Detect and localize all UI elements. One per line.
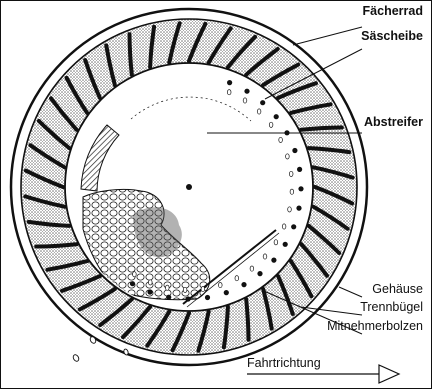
driver-pin: [296, 206, 301, 211]
seed-on-pin: [235, 276, 239, 281]
label-fahrtrichtung: Fahrtrichtung: [247, 356, 321, 370]
seed-on-pin: [183, 287, 187, 292]
seed-on-pin: [243, 98, 247, 103]
seed-on-pin: [269, 122, 273, 127]
driver-pin: [244, 89, 249, 94]
seed-on-pin: [279, 137, 283, 142]
label-abstreifer: Abstreifer: [364, 115, 423, 129]
driver-pin: [241, 282, 246, 287]
driver-pin: [298, 186, 303, 191]
label-trennbuegel: Trennbügel: [360, 300, 423, 314]
center-mark: [186, 184, 192, 190]
seed-on-pin: [289, 171, 293, 176]
driver-pin: [291, 224, 296, 229]
driver-pin: [186, 296, 191, 301]
label-saescheibe: Säscheibe: [361, 29, 423, 43]
fan-spoke: [301, 128, 342, 130]
seed-on-pin: [282, 224, 286, 229]
driver-pin: [227, 80, 232, 85]
driver-pin: [224, 290, 229, 295]
seed-on-pin: [227, 90, 231, 95]
seed-on-pin: [219, 283, 223, 288]
seed-on-pin: [274, 240, 278, 245]
seed-on-pin: [149, 280, 153, 285]
driver-pin: [130, 281, 135, 286]
driver-pin: [274, 114, 279, 119]
driver-pin: [297, 167, 302, 172]
driver-pin: [166, 295, 171, 300]
driver-pin: [292, 148, 297, 153]
seed-on-pin: [257, 109, 261, 114]
fan-spoke: [36, 244, 76, 246]
fan-spoke: [246, 299, 248, 340]
driver-pin: [260, 100, 265, 105]
driver-pin: [257, 271, 262, 276]
seed-on-pin: [263, 254, 267, 259]
driver-pin: [271, 258, 276, 263]
driver-pin: [205, 295, 210, 300]
seed-on-pin: [286, 154, 290, 159]
seed-on-pin: [288, 207, 292, 212]
seed-on-pin: [250, 266, 254, 271]
seed-on-pin: [201, 287, 205, 292]
label-mitnehmerbolzen: Mitnehmerbolzen: [327, 319, 423, 333]
seed-on-pin: [133, 272, 137, 277]
seed-on-pin: [290, 189, 294, 194]
seed-on-pin: [166, 285, 170, 290]
label-gehaeuse: Gehäuse: [372, 282, 423, 296]
driver-pin: [283, 242, 288, 247]
label-faecherrad: Fächerrad: [363, 4, 423, 18]
fan-spoke: [130, 34, 132, 74]
driver-pin: [147, 289, 152, 294]
